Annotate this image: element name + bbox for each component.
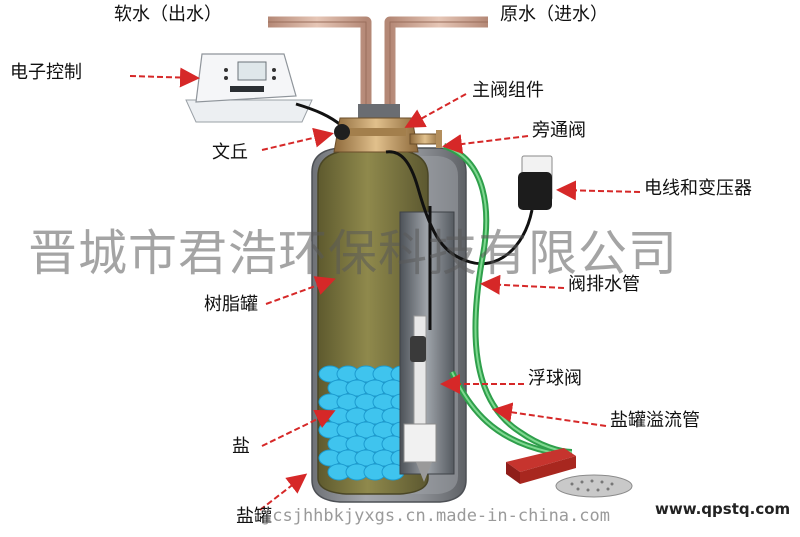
label-main-valve-assembly: 主阀组件 — [472, 80, 544, 101]
label-electronic-control: 电子控制 — [10, 62, 82, 83]
arrow-icon-brine-tank — [259, 473, 308, 511]
brine-well — [399, 211, 455, 482]
salt-plate-icon — [555, 474, 633, 498]
transformer-icon — [518, 155, 553, 210]
arrow-icon-salt — [261, 409, 336, 447]
label-wire-transformer: 电线和变压器 — [644, 178, 752, 199]
arrow-icon-electronic-control — [129, 67, 200, 88]
label-raw-water: 原水（进水） — [500, 4, 608, 25]
arrow-icon-bypass-valve — [442, 134, 529, 154]
watermark-url: jcsjhhbkjyxgs.cn.made-in-china.com — [262, 506, 610, 526]
controller-icon — [185, 53, 313, 123]
arrow-icon-resin-tank — [265, 276, 336, 305]
arrow-icon-venturi — [261, 127, 334, 151]
arrow-icon-overflow-pipe — [492, 402, 607, 427]
water-pipes — [268, 16, 488, 112]
label-float-valve: 浮球阀 — [528, 368, 582, 389]
label-brine-overflow-pipe: 盐罐溢流管 — [610, 410, 700, 431]
arrow-icon-drain-pipe — [480, 274, 565, 295]
watermark-site: www.qpstq.com — [655, 500, 791, 518]
label-salt: 盐 — [232, 436, 250, 457]
salt-pile — [318, 365, 414, 481]
label-brine-tank: 盐罐 — [236, 506, 272, 527]
label-resin-tank: 树脂罐 — [204, 294, 258, 315]
callout-arrows — [129, 67, 641, 511]
arrow-icon-main-valve — [404, 93, 467, 128]
main-valve — [333, 104, 442, 153]
drain-block — [506, 448, 576, 484]
watermark-company: 晋城市君浩环保科技有限公司 — [28, 225, 679, 282]
label-valve-drain-pipe: 阀排水管 — [568, 274, 640, 295]
label-bypass-valve: 旁通阀 — [532, 120, 586, 141]
label-venturi: 文丘 — [212, 142, 248, 163]
transformer-wire — [385, 150, 534, 266]
label-soft-water: 软水（出水） — [114, 4, 222, 25]
arrow-icon-transformer — [556, 180, 641, 201]
